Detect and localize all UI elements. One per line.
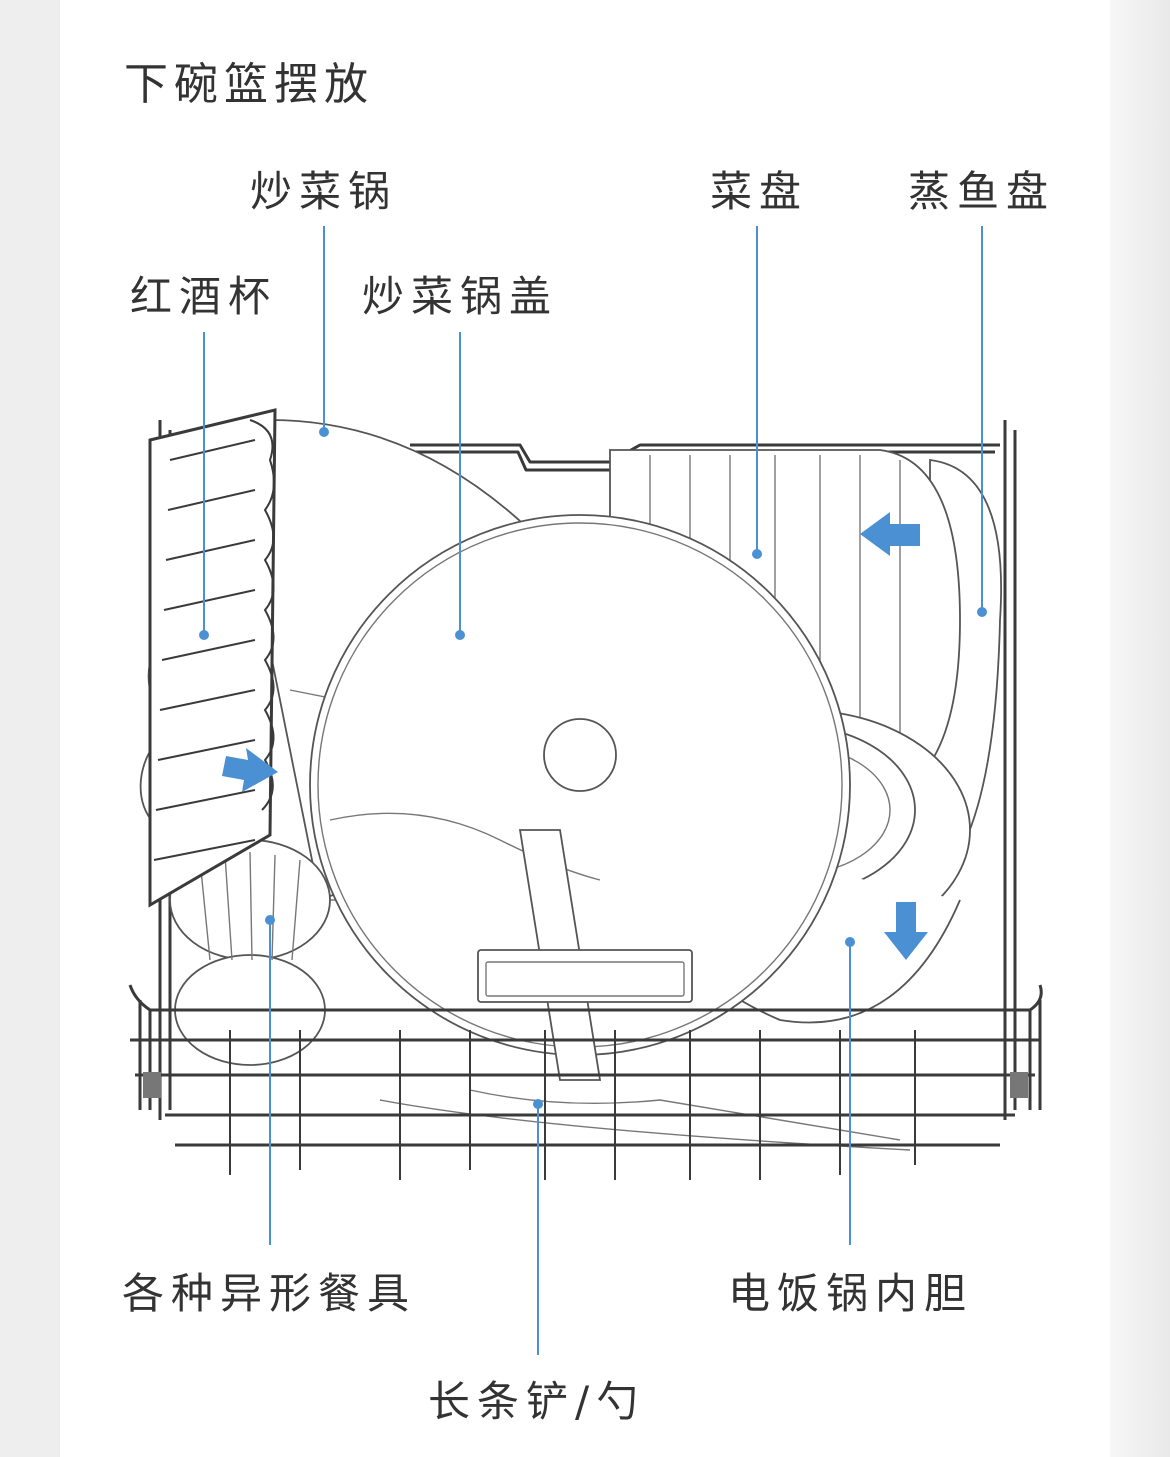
label-long-spatula: 长条铲/勺 [428, 1377, 646, 1426]
label-fish-plate: 蒸鱼盘 [908, 167, 1056, 216]
page-edge-shade [1110, 0, 1170, 1457]
arrow-right-icon [222, 748, 278, 792]
arrow-down-icon [884, 902, 928, 960]
cup-rack [148, 408, 277, 908]
label-odd-tableware: 各种异形餐具 [122, 1269, 417, 1318]
label-dish-plate: 菜盘 [710, 167, 809, 216]
leader-lines [199, 226, 987, 1355]
long-spatula [379, 829, 911, 1151]
arrow-left-icon [860, 512, 920, 556]
page-title: 下碗篮摆放 [124, 59, 374, 110]
label-wine-glass: 红酒杯 [130, 272, 278, 321]
rack-front [128, 984, 1043, 1180]
label-rice-cooker-pot: 电饭锅内胆 [728, 1269, 974, 1318]
label-wok-lid: 炒菜锅盖 [362, 272, 559, 321]
label-wok: 炒菜锅 [250, 167, 398, 216]
